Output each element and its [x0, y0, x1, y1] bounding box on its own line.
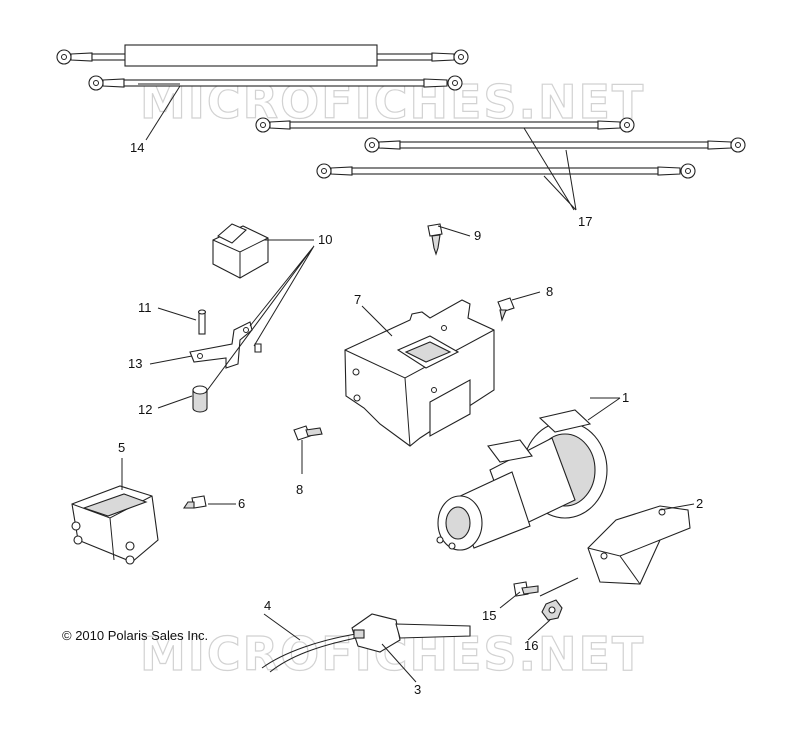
switch-harness-part-4 — [261, 633, 357, 673]
callout-9: 9 — [474, 228, 481, 243]
cable-14-long — [56, 44, 469, 67]
callout-3: 3 — [414, 682, 421, 697]
callout-15: 15 — [482, 608, 496, 623]
relay-part-11 — [212, 223, 269, 279]
callouts: 14 17 10 9 8 7 11 13 12 1 5 8 6 2 4 15 1… — [118, 140, 703, 697]
screw-part-9 — [427, 223, 443, 256]
pin-part-10 — [197, 309, 207, 335]
leader-lines — [121, 83, 695, 683]
callout-6: 6 — [238, 496, 245, 511]
callout-13: 13 — [128, 356, 142, 371]
small-screw — [254, 343, 262, 353]
callout-11: 10 — [318, 232, 332, 247]
fairlead-bracket-part-2 — [587, 505, 691, 585]
cable-17-a — [255, 117, 635, 133]
bolt-part-15 — [513, 581, 539, 597]
cable-14-short — [88, 75, 463, 91]
contactor-part-5 — [71, 485, 159, 565]
callout-5: 5 — [118, 440, 125, 455]
callout-1: 1 — [622, 390, 629, 405]
callout-17: 17 — [578, 214, 592, 229]
bolt-part-8-upper — [497, 297, 515, 322]
bolt-part-8-lower — [293, 425, 323, 441]
winch-part-1 — [436, 409, 608, 551]
callout-4: 4 — [264, 598, 271, 613]
callout-16: 16 — [524, 638, 538, 653]
rocker-switch-part-3 — [351, 613, 471, 653]
cable-17-c — [316, 163, 696, 179]
nut-part-16 — [541, 599, 563, 621]
callout-8-lower: 8 — [296, 482, 303, 497]
callout-8-upper: 8 — [546, 284, 553, 299]
winch-mount-part-7 — [344, 299, 495, 447]
callout-7: 7 — [354, 292, 361, 307]
copyright-notice: © 2010 Polaris Sales Inc. — [62, 628, 209, 643]
cable-17-b — [364, 137, 746, 153]
callout-2: 2 — [696, 496, 703, 511]
callout-12: 12 — [138, 402, 152, 417]
callout-14: 14 — [130, 140, 144, 155]
screw-part-6 — [182, 495, 207, 509]
relay-bracket-part-13 — [189, 321, 253, 369]
callout-10: 11 — [138, 300, 152, 315]
spacer-part-12 — [192, 385, 208, 413]
